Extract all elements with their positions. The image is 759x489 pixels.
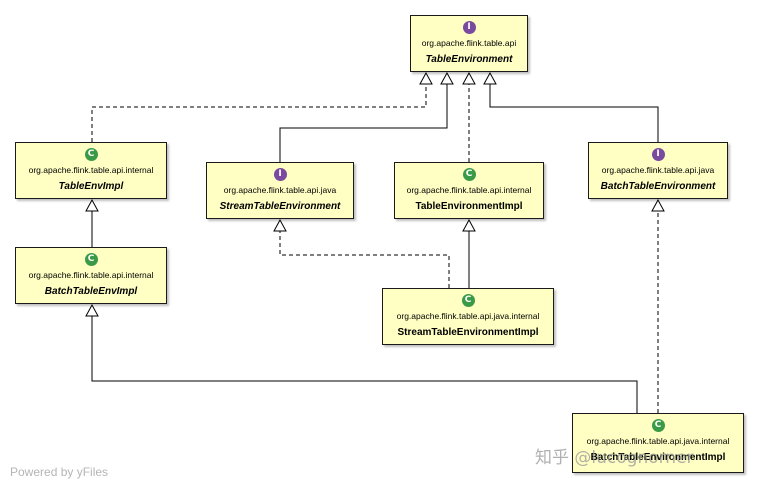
package-label: org.apache.flink.table.api: [421, 38, 517, 48]
arrowhead-triangle: [440, 71, 454, 85]
node-table-env-impl[interactable]: C org.apache.flink.table.api.internal Ta…: [15, 142, 167, 199]
class-icon: C: [462, 168, 476, 181]
class-icon: C: [84, 148, 98, 161]
node-stream-table-environment-impl[interactable]: C org.apache.flink.table.api.java.intern…: [382, 288, 554, 345]
edge-tableenvimpl-implements-tableenvironment: [91, 73, 427, 142]
arrowhead-triangle: [651, 198, 665, 212]
class-name: TableEnvironmentImpl: [415, 201, 523, 212]
arrowhead-triangle: [85, 198, 99, 212]
interface-icon: I: [462, 21, 476, 34]
class-name: TableEnvImpl: [58, 181, 124, 192]
node-batch-table-env-impl[interactable]: C org.apache.flink.table.api.internal Ba…: [15, 247, 167, 304]
arrowhead-triangle: [419, 71, 433, 85]
arrowhead-triangle: [483, 71, 497, 85]
package-label: org.apache.flink.table.api.internal: [28, 165, 154, 175]
package-label: org.apache.flink.table.api.java: [223, 185, 337, 195]
node-table-environment[interactable]: I org.apache.flink.table.api TableEnviro…: [410, 15, 528, 72]
class-icon: C: [84, 253, 98, 266]
class-icon: C: [651, 419, 665, 432]
edge-streamtableenvironmentimpl-implements-streamtableenvironment: [279, 220, 450, 288]
interface-icon: I: [651, 148, 665, 161]
arrowhead-triangle: [462, 71, 476, 85]
powered-by-label: Powered by yFiles: [10, 465, 109, 479]
node-batch-table-environment-impl[interactable]: C org.apache.flink.table.api.java.intern…: [572, 413, 744, 473]
package-label: org.apache.flink.table.api.java.internal: [396, 311, 540, 321]
node-batch-table-environment[interactable]: I org.apache.flink.table.api.java BatchT…: [588, 142, 728, 199]
watermark: 知乎 @lucognorner: [535, 448, 694, 468]
class-name: TableEnvironment: [425, 54, 513, 65]
package-label: org.apache.flink.table.api.java: [601, 165, 715, 175]
arrowhead-triangle: [462, 218, 476, 232]
node-table-environment-impl[interactable]: C org.apache.flink.table.api.internal Ta…: [394, 162, 544, 219]
edge-streamtableenvironment-extends-tableenvironment: [279, 73, 448, 162]
class-name: BatchTableEnvironmentImpl: [590, 452, 726, 463]
package-label: org.apache.flink.table.api.internal: [28, 270, 154, 280]
class-name: BatchTableEnvImpl: [44, 286, 138, 297]
edge-batchtableenvironment-extends-tableenvironment: [489, 73, 659, 142]
class-name: StreamTableEnvironment: [219, 201, 341, 212]
node-stream-table-environment[interactable]: I org.apache.flink.table.api.java Stream…: [206, 162, 354, 219]
interface-icon: I: [273, 168, 287, 181]
package-label: org.apache.flink.table.api.java.internal: [586, 436, 730, 446]
arrowhead-triangle: [273, 218, 287, 232]
edge-batchtableenvironmentimpl-extends-batchtableenvimpl: [91, 305, 638, 413]
package-label: org.apache.flink.table.api.internal: [406, 185, 532, 195]
arrowhead-triangle: [85, 303, 99, 317]
class-name: StreamTableEnvironmentImpl: [397, 327, 539, 338]
class-icon: C: [461, 294, 475, 307]
class-name: BatchTableEnvironment: [600, 181, 716, 192]
